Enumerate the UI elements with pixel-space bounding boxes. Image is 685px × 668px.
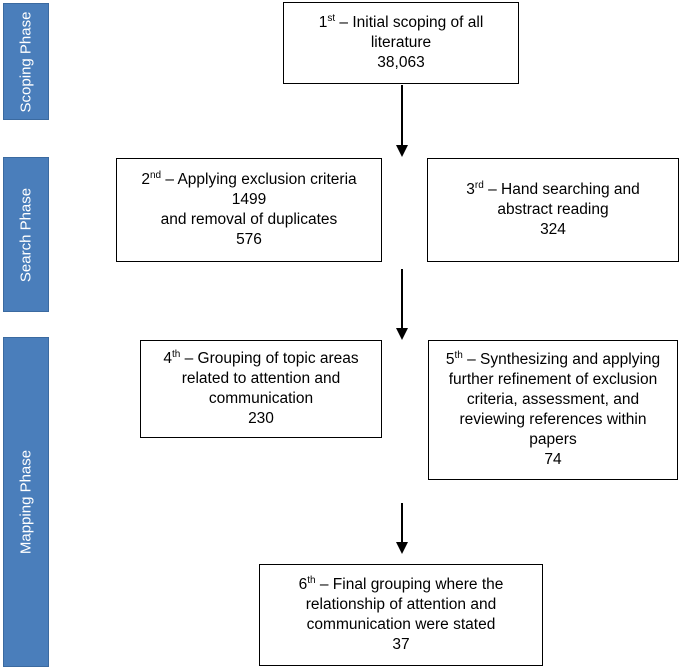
search-phase-label: Search Phase bbox=[17, 187, 35, 282]
step-3-title: 3rd – Hand searching and bbox=[466, 179, 640, 198]
scoping-phase-bar: Scoping Phase bbox=[3, 3, 49, 120]
step-4-title: 4th – Grouping of topic areas bbox=[163, 348, 359, 367]
step-6-box: 6th – Final grouping where the relations… bbox=[259, 564, 543, 666]
step-1-box: 1st – Initial scoping of all literature … bbox=[283, 2, 519, 84]
step-1-count: 38,063 bbox=[377, 54, 425, 71]
step-5-title: 5th – Synthesizing and applying bbox=[445, 349, 661, 368]
step-1-title: 1st – Initial scoping of all bbox=[318, 12, 484, 31]
step-6-line-a: relationship of attention and bbox=[305, 596, 497, 613]
step-6-title: 6th – Final grouping where the bbox=[298, 574, 504, 593]
arrow-1 bbox=[393, 85, 411, 157]
mapping-phase-bar: Mapping Phase bbox=[3, 337, 49, 667]
step-5-box: 5th – Synthesizing and applying further … bbox=[428, 340, 678, 480]
step-4-line-a: related to attention and bbox=[181, 370, 341, 387]
scoping-phase-label: Scoping Phase bbox=[17, 11, 35, 112]
step-5-line-a: further refinement of exclusion bbox=[448, 371, 658, 388]
step-4-line-b: communication bbox=[208, 390, 314, 407]
arrow-3 bbox=[393, 503, 411, 554]
step-3-count: 324 bbox=[540, 221, 566, 238]
step-2-line: and removal of duplicates bbox=[160, 211, 338, 228]
step-2-count-a: 1499 bbox=[231, 191, 267, 208]
arrow-2 bbox=[393, 269, 411, 340]
step-4-box: 4th – Grouping of topic areas related to… bbox=[140, 340, 382, 438]
step-6-count: 37 bbox=[392, 636, 410, 653]
step-2-count-b: 576 bbox=[236, 231, 262, 248]
step-2-box: 2nd – Applying exclusion criteria 1499 a… bbox=[116, 158, 382, 262]
step-4-count: 230 bbox=[248, 410, 274, 427]
step-5-line-d: papers bbox=[529, 431, 577, 448]
step-5-count: 74 bbox=[544, 451, 562, 468]
step-5-line-c: reviewing references within bbox=[459, 411, 647, 428]
step-5-line-b: criteria, assessment, and bbox=[466, 391, 640, 408]
step-2-title: 2nd – Applying exclusion criteria bbox=[141, 169, 357, 188]
step-3-box: 3rd – Hand searching and abstract readin… bbox=[427, 158, 679, 262]
step-3-line: abstract reading bbox=[497, 201, 609, 218]
search-phase-bar: Search Phase bbox=[3, 157, 49, 312]
step-1-line: literature bbox=[370, 34, 432, 51]
mapping-phase-label: Mapping Phase bbox=[17, 449, 35, 555]
step-6-line-b: communication were stated bbox=[306, 616, 496, 633]
